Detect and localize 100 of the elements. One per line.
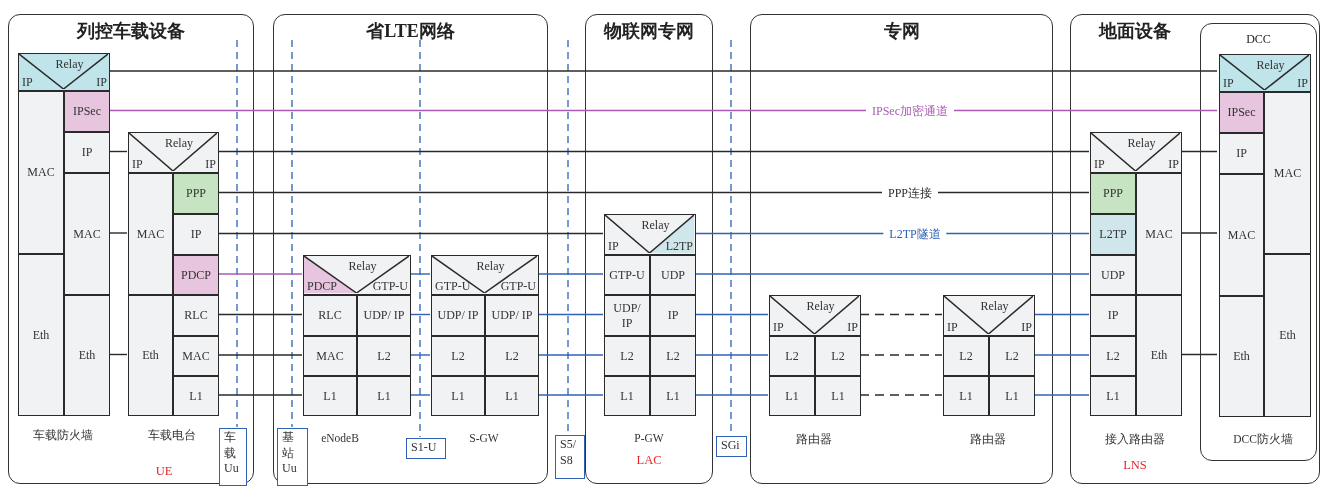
protocol-layer: Eth bbox=[1264, 254, 1311, 417]
protocol-layer: L2 bbox=[357, 336, 411, 376]
protocol-label: GTP-U bbox=[500, 280, 536, 292]
protocol-label: IP bbox=[1021, 321, 1032, 333]
relay-label: Relay bbox=[641, 219, 670, 231]
protocol-layer: IPSec bbox=[1219, 92, 1264, 133]
protocol-layer: L2 bbox=[943, 336, 989, 376]
connection-line bbox=[1180, 150, 1218, 153]
connection-line bbox=[217, 354, 303, 356]
protocol-layer: GTP-U bbox=[604, 255, 650, 295]
connection-line bbox=[1033, 354, 1090, 356]
role-label: UE bbox=[155, 464, 173, 479]
protocol-label: L2TP bbox=[665, 240, 693, 252]
connection-line bbox=[537, 313, 604, 316]
protocol-label: IP bbox=[773, 321, 784, 333]
protocol-layer: L1 bbox=[303, 376, 357, 416]
relay-label: Relay bbox=[476, 260, 505, 272]
role-label: LNS bbox=[1123, 458, 1147, 473]
protocol-layer: MAC bbox=[128, 173, 173, 295]
protocol-layer: UDP/ IP bbox=[431, 295, 485, 336]
protocol-layer: L1 bbox=[989, 376, 1035, 416]
protocol-layer: L1 bbox=[431, 376, 485, 416]
protocol-layer: L1 bbox=[604, 376, 650, 416]
device-name: 接入路由器 bbox=[1105, 432, 1165, 447]
protocol-layer: UDP/ IP bbox=[357, 295, 411, 336]
protocol-layer: Eth bbox=[18, 254, 64, 416]
protocol-layer: IPSec bbox=[64, 91, 110, 132]
device-name: 路由器 bbox=[970, 432, 1006, 447]
interface-label: SGi bbox=[716, 436, 747, 457]
connection-line bbox=[537, 354, 604, 356]
protocol-layer: UDP/ IP bbox=[604, 295, 650, 336]
region-title: DCC bbox=[1245, 32, 1272, 47]
protocol-layer: IP bbox=[173, 214, 219, 255]
protocol-layer: IP bbox=[1090, 295, 1136, 336]
protocol-layer: L1 bbox=[943, 376, 989, 416]
protocol-layer: MAC bbox=[1219, 174, 1264, 296]
protocol-layer: Eth bbox=[1219, 296, 1264, 417]
relay-layer-box bbox=[18, 53, 110, 91]
connection-line bbox=[217, 191, 1090, 194]
connection-line bbox=[409, 394, 431, 396]
region-title: 列控车载设备 bbox=[75, 20, 186, 43]
protocol-label: IP bbox=[1297, 77, 1308, 89]
device-name: S-GW bbox=[469, 432, 499, 444]
protocol-label: IP bbox=[1223, 77, 1234, 89]
connection-line bbox=[108, 109, 1218, 112]
protocol-label: IP bbox=[22, 76, 33, 88]
connection-line bbox=[409, 354, 431, 356]
protocol-layer: L1 bbox=[815, 376, 861, 416]
connection-line bbox=[694, 273, 1090, 275]
network-region bbox=[585, 14, 713, 484]
edge-label: L2TP隧道 bbox=[883, 225, 947, 242]
protocol-layer: PPP bbox=[1090, 173, 1136, 214]
protocol-layer: IP bbox=[64, 132, 110, 173]
protocol-layer: L2 bbox=[431, 336, 485, 376]
protocol-layer: L2 bbox=[485, 336, 539, 376]
protocol-label: IP bbox=[1168, 158, 1179, 170]
interface-label: S5/ S8 bbox=[555, 435, 585, 479]
device-name: 路由器 bbox=[796, 432, 832, 447]
device-name: 车载防火墙 bbox=[33, 428, 93, 443]
protocol-layer: L1 bbox=[485, 376, 539, 416]
protocol-layer: RLC bbox=[303, 295, 357, 336]
connection-line bbox=[694, 313, 769, 316]
region-title: 专网 bbox=[882, 20, 921, 43]
protocol-layer: L2 bbox=[989, 336, 1035, 376]
protocol-layer: L1 bbox=[1090, 376, 1136, 416]
connection-line bbox=[1180, 353, 1218, 356]
protocol-label: IP bbox=[947, 321, 958, 333]
relay-label: Relay bbox=[348, 260, 377, 272]
dashed-connection-line bbox=[859, 313, 943, 316]
relay-layer-box bbox=[128, 132, 219, 173]
protocol-layer: PPP bbox=[173, 173, 219, 214]
connection-line bbox=[537, 273, 604, 275]
relay-label: Relay bbox=[806, 300, 835, 312]
protocol-label: IP bbox=[205, 158, 216, 170]
region-title: 省LTE网络 bbox=[365, 20, 456, 43]
network-region bbox=[750, 14, 1053, 484]
connection-line bbox=[217, 313, 303, 316]
connection-line bbox=[409, 273, 431, 275]
dashed-connection-line bbox=[859, 394, 943, 396]
connection-line bbox=[1033, 313, 1090, 316]
protocol-label: GTP-U bbox=[435, 280, 471, 292]
protocol-layer: L2 bbox=[815, 336, 861, 376]
protocol-layer: L1 bbox=[357, 376, 411, 416]
device-name: 车载电台 bbox=[148, 428, 196, 443]
protocol-layer: L2 bbox=[1090, 336, 1136, 376]
relay-layer-box bbox=[943, 295, 1035, 336]
connection-line bbox=[1033, 394, 1090, 396]
interface-label: 基站Uu bbox=[277, 428, 308, 486]
protocol-layer: MAC bbox=[303, 336, 357, 376]
relay-label: Relay bbox=[165, 137, 193, 149]
protocol-label: GTP-U bbox=[372, 280, 408, 292]
relay-layer-box bbox=[604, 214, 696, 255]
protocol-layer: Eth bbox=[1136, 295, 1182, 416]
protocol-label: PDCP bbox=[307, 280, 338, 292]
device-name: P-GW bbox=[634, 432, 664, 444]
protocol-layer: PDCP bbox=[173, 255, 219, 295]
protocol-label: IP bbox=[608, 240, 619, 252]
protocol-layer: IP bbox=[1219, 133, 1264, 174]
relay-label: Relay bbox=[1256, 59, 1285, 71]
protocol-layer: L1 bbox=[650, 376, 696, 416]
